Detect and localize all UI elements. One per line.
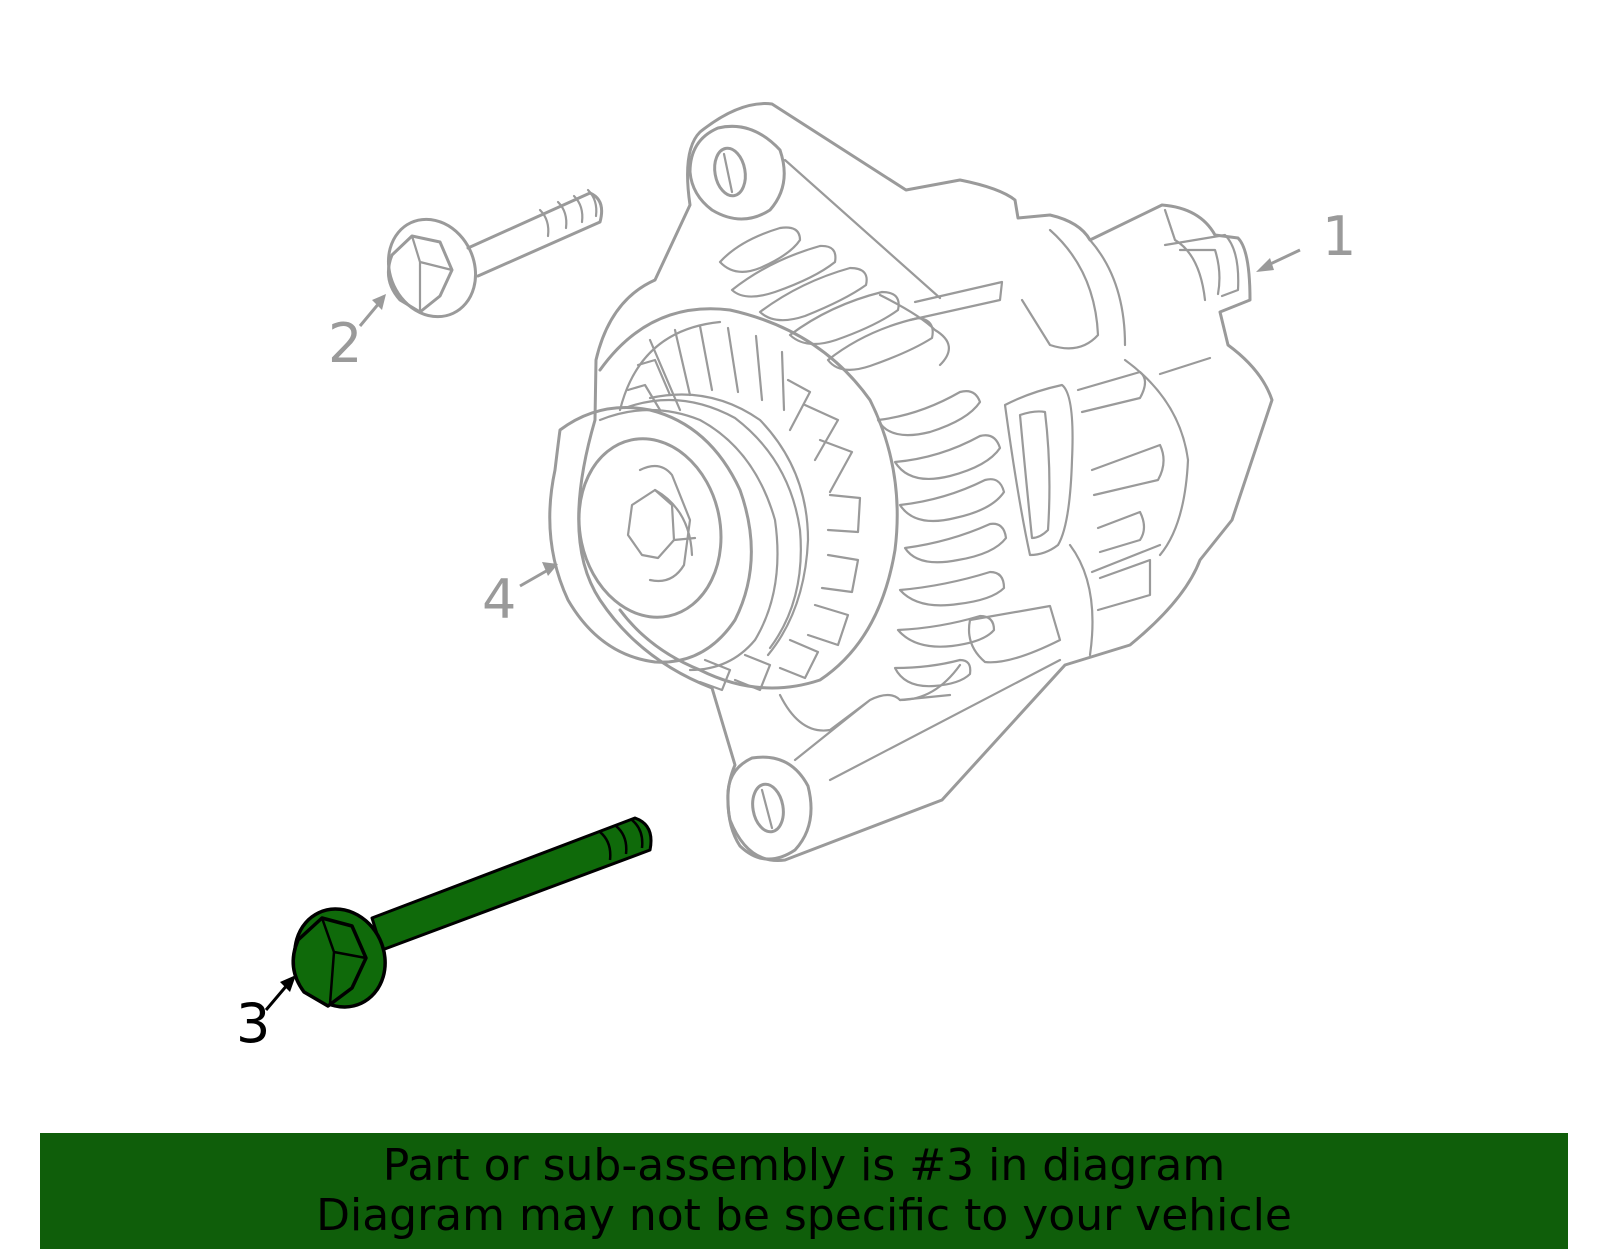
- upper-bolt: [386, 188, 604, 319]
- leader-arrow-1: [1256, 248, 1301, 272]
- banner-line-1: Part or sub-assembly is #3 in diagram: [382, 1140, 1226, 1191]
- leader-arrow-2: [358, 294, 386, 327]
- callout-number-1: 1: [1322, 205, 1356, 268]
- callout-number-4: 4: [482, 568, 516, 631]
- callout-number-3: 3: [236, 992, 270, 1055]
- banner-line-2: Diagram may not be specific to your vehi…: [316, 1190, 1292, 1241]
- lower-bolt-highlighted: [291, 816, 653, 1009]
- callout-number-2: 2: [328, 312, 362, 375]
- leader-arrow-4: [519, 562, 558, 588]
- info-banner: Part or sub-assembly is #3 in diagram Di…: [40, 1133, 1568, 1249]
- alternator-housing: [577, 102, 1274, 862]
- pulley: [548, 393, 810, 672]
- leader-arrow-3: [264, 975, 296, 1011]
